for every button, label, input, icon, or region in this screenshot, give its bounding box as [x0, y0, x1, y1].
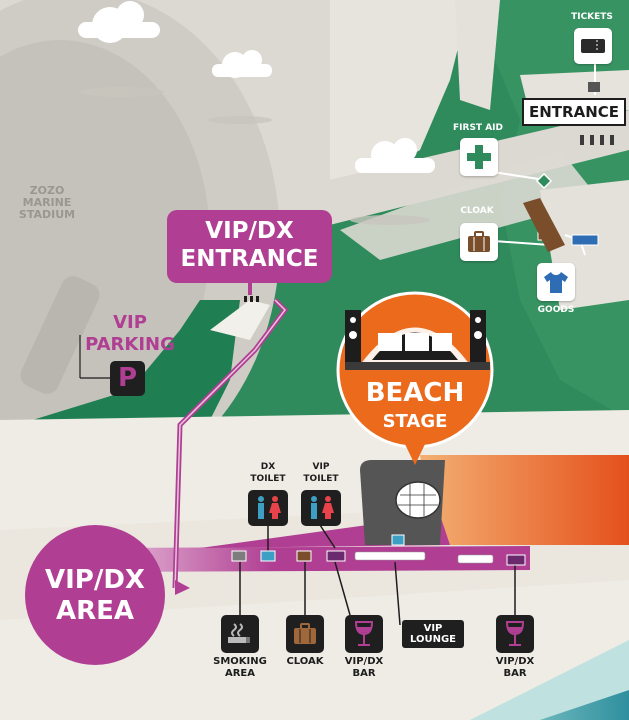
dx-toilet-icon[interactable] [248, 490, 288, 526]
tickets-label: TICKETS [571, 12, 613, 22]
cloak-bottom-label: CLOAK [286, 656, 324, 667]
vip-dx-area-line1: VIP/DX [45, 565, 145, 595]
vip-dx-entrance-line1: VIP/DX [205, 218, 294, 244]
cloak-top-label: CLOAK [460, 206, 494, 216]
suitcase-glyph [468, 231, 490, 252]
goods-label: GOODS [537, 305, 575, 315]
vip-dx-bar-1-line2: BAR [352, 668, 376, 679]
vip-dx-bar-1-icon[interactable] [345, 615, 383, 653]
vip-dx-bar-2-line2: BAR [503, 668, 527, 679]
vip-lounge-line2: LOUNGE [409, 634, 457, 645]
entrance-label: ENTRANCE [522, 98, 626, 126]
ticket-glyph [581, 39, 605, 53]
cloak-bottom-icon[interactable] [286, 615, 324, 653]
parking-icon[interactable]: P [110, 361, 145, 396]
cloak-top-icon[interactable] [460, 223, 498, 261]
dx-toilet-line2: TOILET [250, 474, 286, 484]
vip-dx-area-line2: AREA [55, 596, 135, 626]
first-aid-label: FIRST AID [453, 123, 503, 133]
smoking-line1: SMOKING [213, 656, 267, 667]
smoking-line2: AREA [224, 668, 255, 679]
vip-toilet-line2: TOILET [303, 474, 339, 484]
vip-dx-bar-1-line1: VIP/DX [344, 656, 384, 667]
vip-dx-entrance-line2: ENTRANCE [180, 246, 319, 272]
suitcase-glyph-bottom [294, 623, 316, 644]
goods-icon[interactable] [537, 263, 575, 301]
beach-stage-line2: STAGE [382, 411, 448, 432]
parking-icon-letter: P [117, 363, 138, 394]
beach-stage-line1: BEACH [365, 378, 465, 408]
first-aid-icon[interactable] [460, 138, 498, 176]
toilet-glyph-dx [258, 496, 281, 519]
dx-toilet-line1: DX [260, 462, 276, 472]
tshirt-glyph [544, 272, 568, 293]
wine-glass-glyph-1 [354, 621, 374, 646]
vip-parking-line2: PARKING [85, 334, 175, 355]
vip-parking-line1: VIP [113, 312, 147, 333]
toilet-glyph-vip [311, 496, 334, 519]
ticket-icon[interactable] [574, 28, 612, 64]
vip-toilet-line1: VIP [312, 462, 330, 472]
vip-dx-bar-2-icon[interactable] [496, 615, 534, 653]
vip-lounge-line1: VIP [423, 623, 443, 634]
wine-glass-glyph-2 [505, 621, 525, 646]
vip-toilet-icon[interactable] [301, 490, 341, 526]
cigarette-glyph [228, 623, 250, 643]
vip-dx-bar-2-line1: VIP/DX [495, 656, 535, 667]
vip-lounge-box[interactable]: VIP LOUNGE [402, 620, 464, 648]
stadium-label: ZOZO MARINE STADIUM [18, 184, 76, 222]
cross-glyph [467, 145, 491, 169]
smoking-icon[interactable] [221, 615, 259, 653]
